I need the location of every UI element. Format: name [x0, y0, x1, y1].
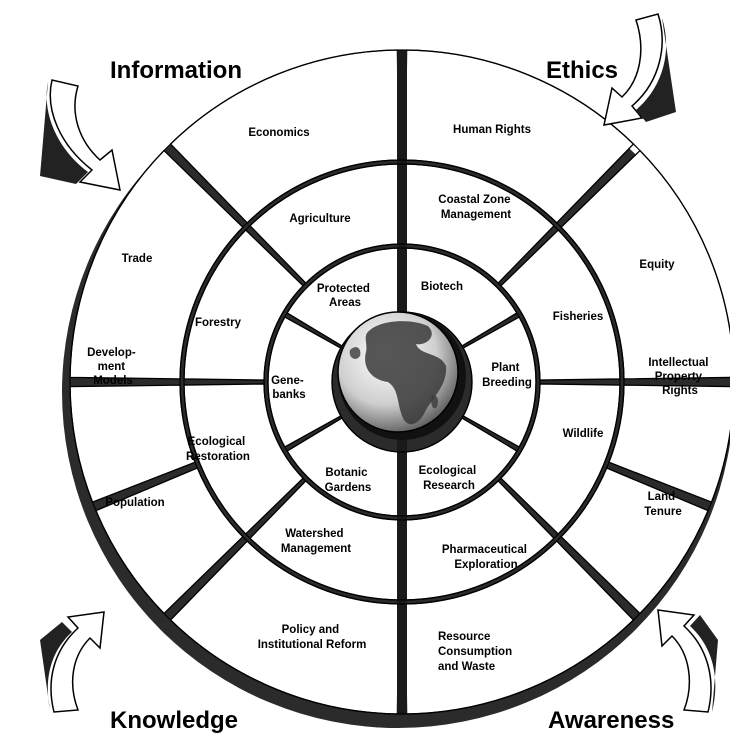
inner-label-biotech: Biotech	[421, 281, 463, 293]
middle-label-forestry: Forestry	[195, 317, 242, 329]
outer-label-population: Population	[105, 497, 164, 509]
ring-outline	[179, 159, 625, 605]
outer-label-policy-institutional-reform: Policy and Institutional Reform	[258, 624, 367, 651]
corner-title-knowledge: Knowledge	[110, 707, 238, 734]
globe-icon	[337, 311, 466, 440]
ring-outline	[183, 163, 621, 601]
outer-label-equity: Equity	[639, 259, 675, 271]
outer-label-trade: Trade	[122, 253, 153, 265]
curved-arrow-up-icon	[40, 611, 105, 713]
inner-label-plant-breeding: Plant Breeding	[482, 362, 532, 389]
outer-label-intellectual-property-rights: Intellectual Property Rights	[648, 357, 711, 397]
inner-label-protected-areas: Protected Areas	[317, 283, 373, 309]
inner-label-gene-banks: Gene- banks	[271, 375, 307, 401]
ring-outline	[263, 243, 541, 521]
middle-label-ecological-restoration: Ecological Restoration	[186, 436, 250, 463]
middle-label-coastal-zone-management: Coastal Zone Management	[438, 194, 513, 221]
outer-label-development-models: Develop- ment Models	[87, 347, 139, 387]
outer-label-economics: Economics	[248, 127, 309, 139]
curved-arrow-down-icon	[40, 79, 121, 191]
ring-structure	[62, 49, 730, 728]
middle-label-fisheries: Fisheries	[553, 311, 604, 323]
corner-title-awareness: Awareness	[548, 707, 674, 734]
ring-outline	[267, 247, 537, 517]
curved-arrow-down-icon	[603, 13, 676, 126]
corner-title-information: Information	[110, 57, 242, 84]
inner-label-botanic-gardens: Botanic Gardens	[325, 467, 372, 494]
outer-label-land-tenure: Land Tenure	[644, 491, 682, 518]
inner-label-ecological-research: Ecological Research	[419, 465, 480, 492]
middle-label-watershed-management: Watershed Management	[281, 528, 351, 555]
middle-label-wildlife: Wildlife	[563, 428, 604, 440]
outer-label-resource-consumption-waste: Resource Consumption and Waste	[438, 631, 515, 673]
curved-arrow-up-icon	[657, 609, 718, 713]
middle-label-agriculture: Agriculture	[289, 213, 350, 225]
ring-outline	[69, 49, 730, 715]
corner-title-ethics: Ethics	[546, 57, 618, 84]
middle-label-pharmaceutical-exploration: Pharmaceutical Exploration	[442, 544, 530, 571]
outer-label-human-rights: Human Rights	[453, 124, 531, 136]
